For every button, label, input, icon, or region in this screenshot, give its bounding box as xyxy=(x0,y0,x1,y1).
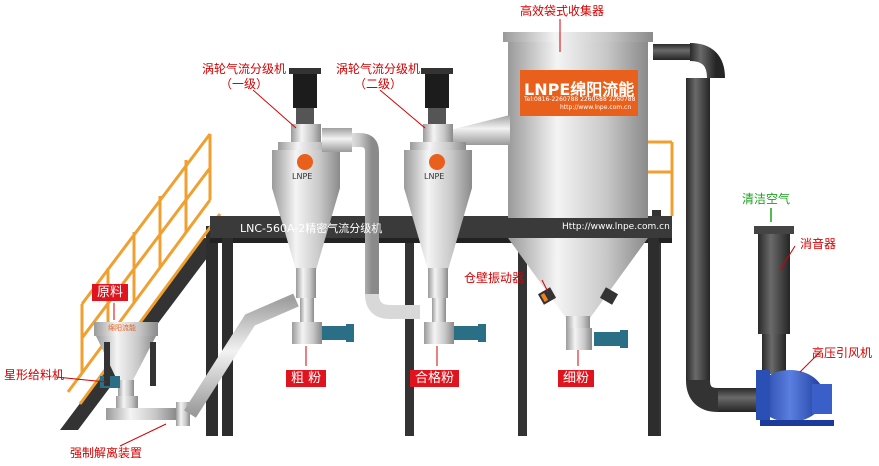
platform-website: Http://www.lnpe.com.cn xyxy=(562,222,670,232)
label-forced-release: 强制解离装置 xyxy=(70,446,143,460)
leader-lines xyxy=(55,19,821,447)
classifier-1-logo: LNPE xyxy=(292,172,313,181)
label-clean-air: 清洁空气 xyxy=(742,192,791,206)
fine-powder-valve xyxy=(566,328,628,350)
label-fine-powder: 细粉 xyxy=(558,370,595,387)
bin-vibrator xyxy=(537,287,619,305)
label-fan: 高压引风机 xyxy=(812,346,873,360)
label-coarse-powder: 粗 粉 xyxy=(286,370,327,387)
duct-to-collector xyxy=(450,115,510,145)
collector-brand: LNPE绵阳流能 xyxy=(524,80,635,99)
classifier-2-logo: LNPE xyxy=(424,172,445,181)
feed-hopper xyxy=(94,293,299,426)
label-qualified-powder: 合格粉 xyxy=(410,370,460,387)
label-bin-vibrator: 仓壁振动器 xyxy=(464,271,525,285)
hopper-logo: 绵阳流能 xyxy=(108,324,136,332)
label-raw-material: 原料 xyxy=(92,284,129,301)
platform-model-text: LNC-560A-2精密气流分级机 xyxy=(240,222,383,235)
silencer xyxy=(754,226,794,374)
exhaust-duct xyxy=(653,43,762,412)
label-classifier-2-line2: （二级） xyxy=(353,77,402,91)
classifier-1 xyxy=(272,68,420,344)
collector-tel: Tel:0816-2260788 2260588 2260788 xyxy=(524,96,636,103)
label-collector: 高效袋式收集器 xyxy=(520,4,605,18)
bag-collector xyxy=(503,32,653,330)
label-classifier-2-line1: 涡轮气流分级机 xyxy=(335,62,420,76)
label-classifier-1-line2: （一级） xyxy=(219,77,268,91)
label-classifier-1-line1: 涡轮气流分级机 xyxy=(201,62,286,76)
collector-site: http://www.lnpe.com.cn xyxy=(560,104,632,111)
label-silencer: 消音器 xyxy=(800,237,837,251)
fan xyxy=(756,370,834,426)
classifier-2 xyxy=(404,68,486,344)
label-star-feeder: 星形给料机 xyxy=(4,368,65,382)
